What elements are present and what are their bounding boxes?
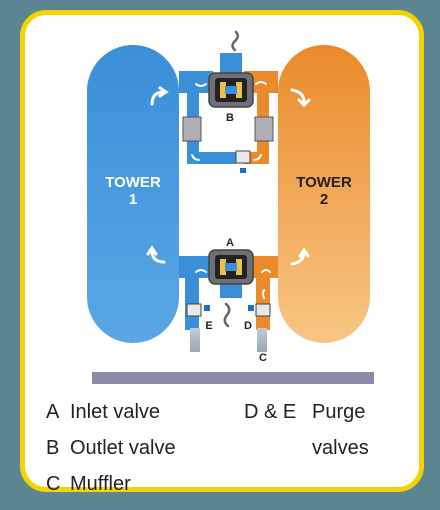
valve-a <box>208 249 254 285</box>
legend-de-text-2: valves <box>312 437 369 459</box>
flow-arrows <box>146 86 311 266</box>
pipe-flow-marks <box>191 81 271 301</box>
tower-2-label: TOWER <box>296 174 352 191</box>
crossover-indicator <box>240 168 246 173</box>
muffler-flow-icon <box>223 302 231 328</box>
tower-1 <box>87 45 179 343</box>
check-valve-right <box>254 116 274 142</box>
check-valve-left <box>182 116 202 142</box>
purge-valve-e <box>186 303 210 317</box>
label-b: B <box>226 112 234 124</box>
base-plate <box>92 372 374 384</box>
legend-c-text: Muffler <box>70 473 131 495</box>
legend-de-key: D & E <box>244 401 297 423</box>
crossover-orifice <box>235 150 251 164</box>
purge-valve-d <box>248 303 271 317</box>
legend-a-key: A <box>46 401 60 423</box>
tower-2-number: 2 <box>320 191 328 208</box>
legend-de-text-1: Purge <box>312 401 366 423</box>
tower-2 <box>278 45 370 343</box>
tower-1-number: 1 <box>129 191 137 208</box>
label-c: C <box>259 352 267 364</box>
valve-b <box>208 72 254 108</box>
legend-c-key: C <box>46 473 61 495</box>
label-e: E <box>205 320 212 332</box>
outlet-flow-icon <box>231 30 239 52</box>
label-d: D <box>244 320 252 332</box>
tower-1-label: TOWER <box>105 174 161 191</box>
legend-a-text: Inlet valve <box>70 401 161 423</box>
legend-b-text: Outlet valve <box>70 437 176 459</box>
legend-b-key: B <box>46 437 60 459</box>
label-a: A <box>226 237 234 249</box>
top-manifold <box>179 53 278 164</box>
